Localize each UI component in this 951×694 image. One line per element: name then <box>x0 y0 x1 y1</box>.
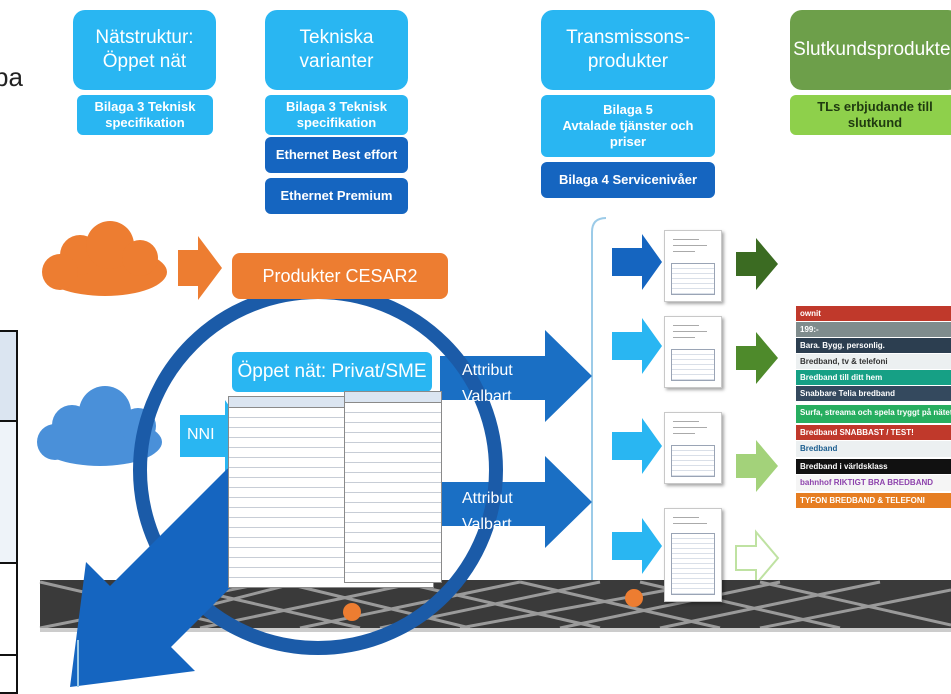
sub-slutkund-erbjudande: TLs erbjudande till slutkund <box>790 95 951 135</box>
sub-tekniska-bilaga3: Bilaga 3 Teknisk specifikation <box>265 95 408 135</box>
left-edge-text-fragment: pa <box>0 62 23 92</box>
transmission-bracket <box>591 217 607 607</box>
open-net-private-sme-box: Öppet nät: Privat/SME <box>232 352 432 392</box>
item-ethernet-best-effort: Ethernet Best effort <box>265 137 408 173</box>
transmission-arrow-3 <box>612 418 662 474</box>
cloud-blue-icon <box>37 386 162 466</box>
green-arrow-4 <box>735 529 780 587</box>
provider-banner: Snabbare Telia bredband <box>796 386 951 401</box>
provider-banner: Bredband till ditt hem <box>796 370 951 385</box>
transmission-arrow-4 <box>612 518 662 574</box>
attribute-bottom-label: Attribut <box>462 490 513 507</box>
header-transmissionsprodukter: Transmissons- produkter <box>541 10 715 90</box>
document-thumbnail-3 <box>664 412 722 484</box>
green-arrow-2 <box>736 332 778 384</box>
green-arrow-1 <box>736 238 778 290</box>
item-bilaga4-serviceniva: Bilaga 4 Servicenivåer <box>541 162 715 198</box>
attribute-top-label: Attribut <box>462 362 513 379</box>
transmission-arrow-2 <box>612 318 662 374</box>
provider-banner: Bredband <box>796 441 951 457</box>
provider-banner: Surfa, streama och spela tryggt på nätet <box>796 405 951 423</box>
header-slutkundsprodukter: Slutkundsprodukter <box>790 10 951 90</box>
attribute-arrow-bottom <box>440 456 592 548</box>
document-thumbnail-2 <box>664 316 722 388</box>
provider-banner: ownit <box>796 306 951 321</box>
provider-banner: TYFON BREDBAND & TELEFONI <box>796 493 951 508</box>
document-thumbnail-4 <box>664 508 722 602</box>
provider-banner: Bara. Bygg. personlig. <box>796 338 951 353</box>
provider-banner: bahnhof RIKTIGT BRA BREDBAND <box>796 475 951 491</box>
valbart-top-label: Valbart <box>462 388 512 405</box>
sub-natstruktur-bilaga3: Bilaga 3 Teknisk specifikation <box>77 95 213 135</box>
nni-label: NNI <box>187 426 215 443</box>
item-ethernet-premium: Ethernet Premium <box>265 178 408 214</box>
cesar2-products-box: Produkter CESAR2 <box>232 253 448 299</box>
left-edge-table <box>0 330 18 694</box>
product-table-sme <box>344 391 442 583</box>
transmission-arrow-1 <box>612 234 662 290</box>
green-arrow-3 <box>736 440 778 492</box>
provider-banner: Bredband i världsklass <box>796 459 951 474</box>
valbart-bottom-label: Valbart <box>462 516 512 533</box>
header-natstruktur: Nätstruktur: Öppet nät <box>73 10 216 90</box>
cloud-orange-icon <box>42 221 167 296</box>
sub-transmission-bilaga5: Bilaga 5 Avtalade tjänster och priser <box>541 95 715 157</box>
provider-banner: Bredband SNABBAST / TEST! <box>796 425 951 440</box>
document-thumbnail-1 <box>664 230 722 302</box>
header-tekniska-varianter: Tekniska varianter <box>265 10 408 90</box>
provider-banner: Bredband, tv & telefoni <box>796 354 951 369</box>
orange-arrow-icon <box>178 236 222 300</box>
provider-banner: 199:- <box>796 322 951 337</box>
